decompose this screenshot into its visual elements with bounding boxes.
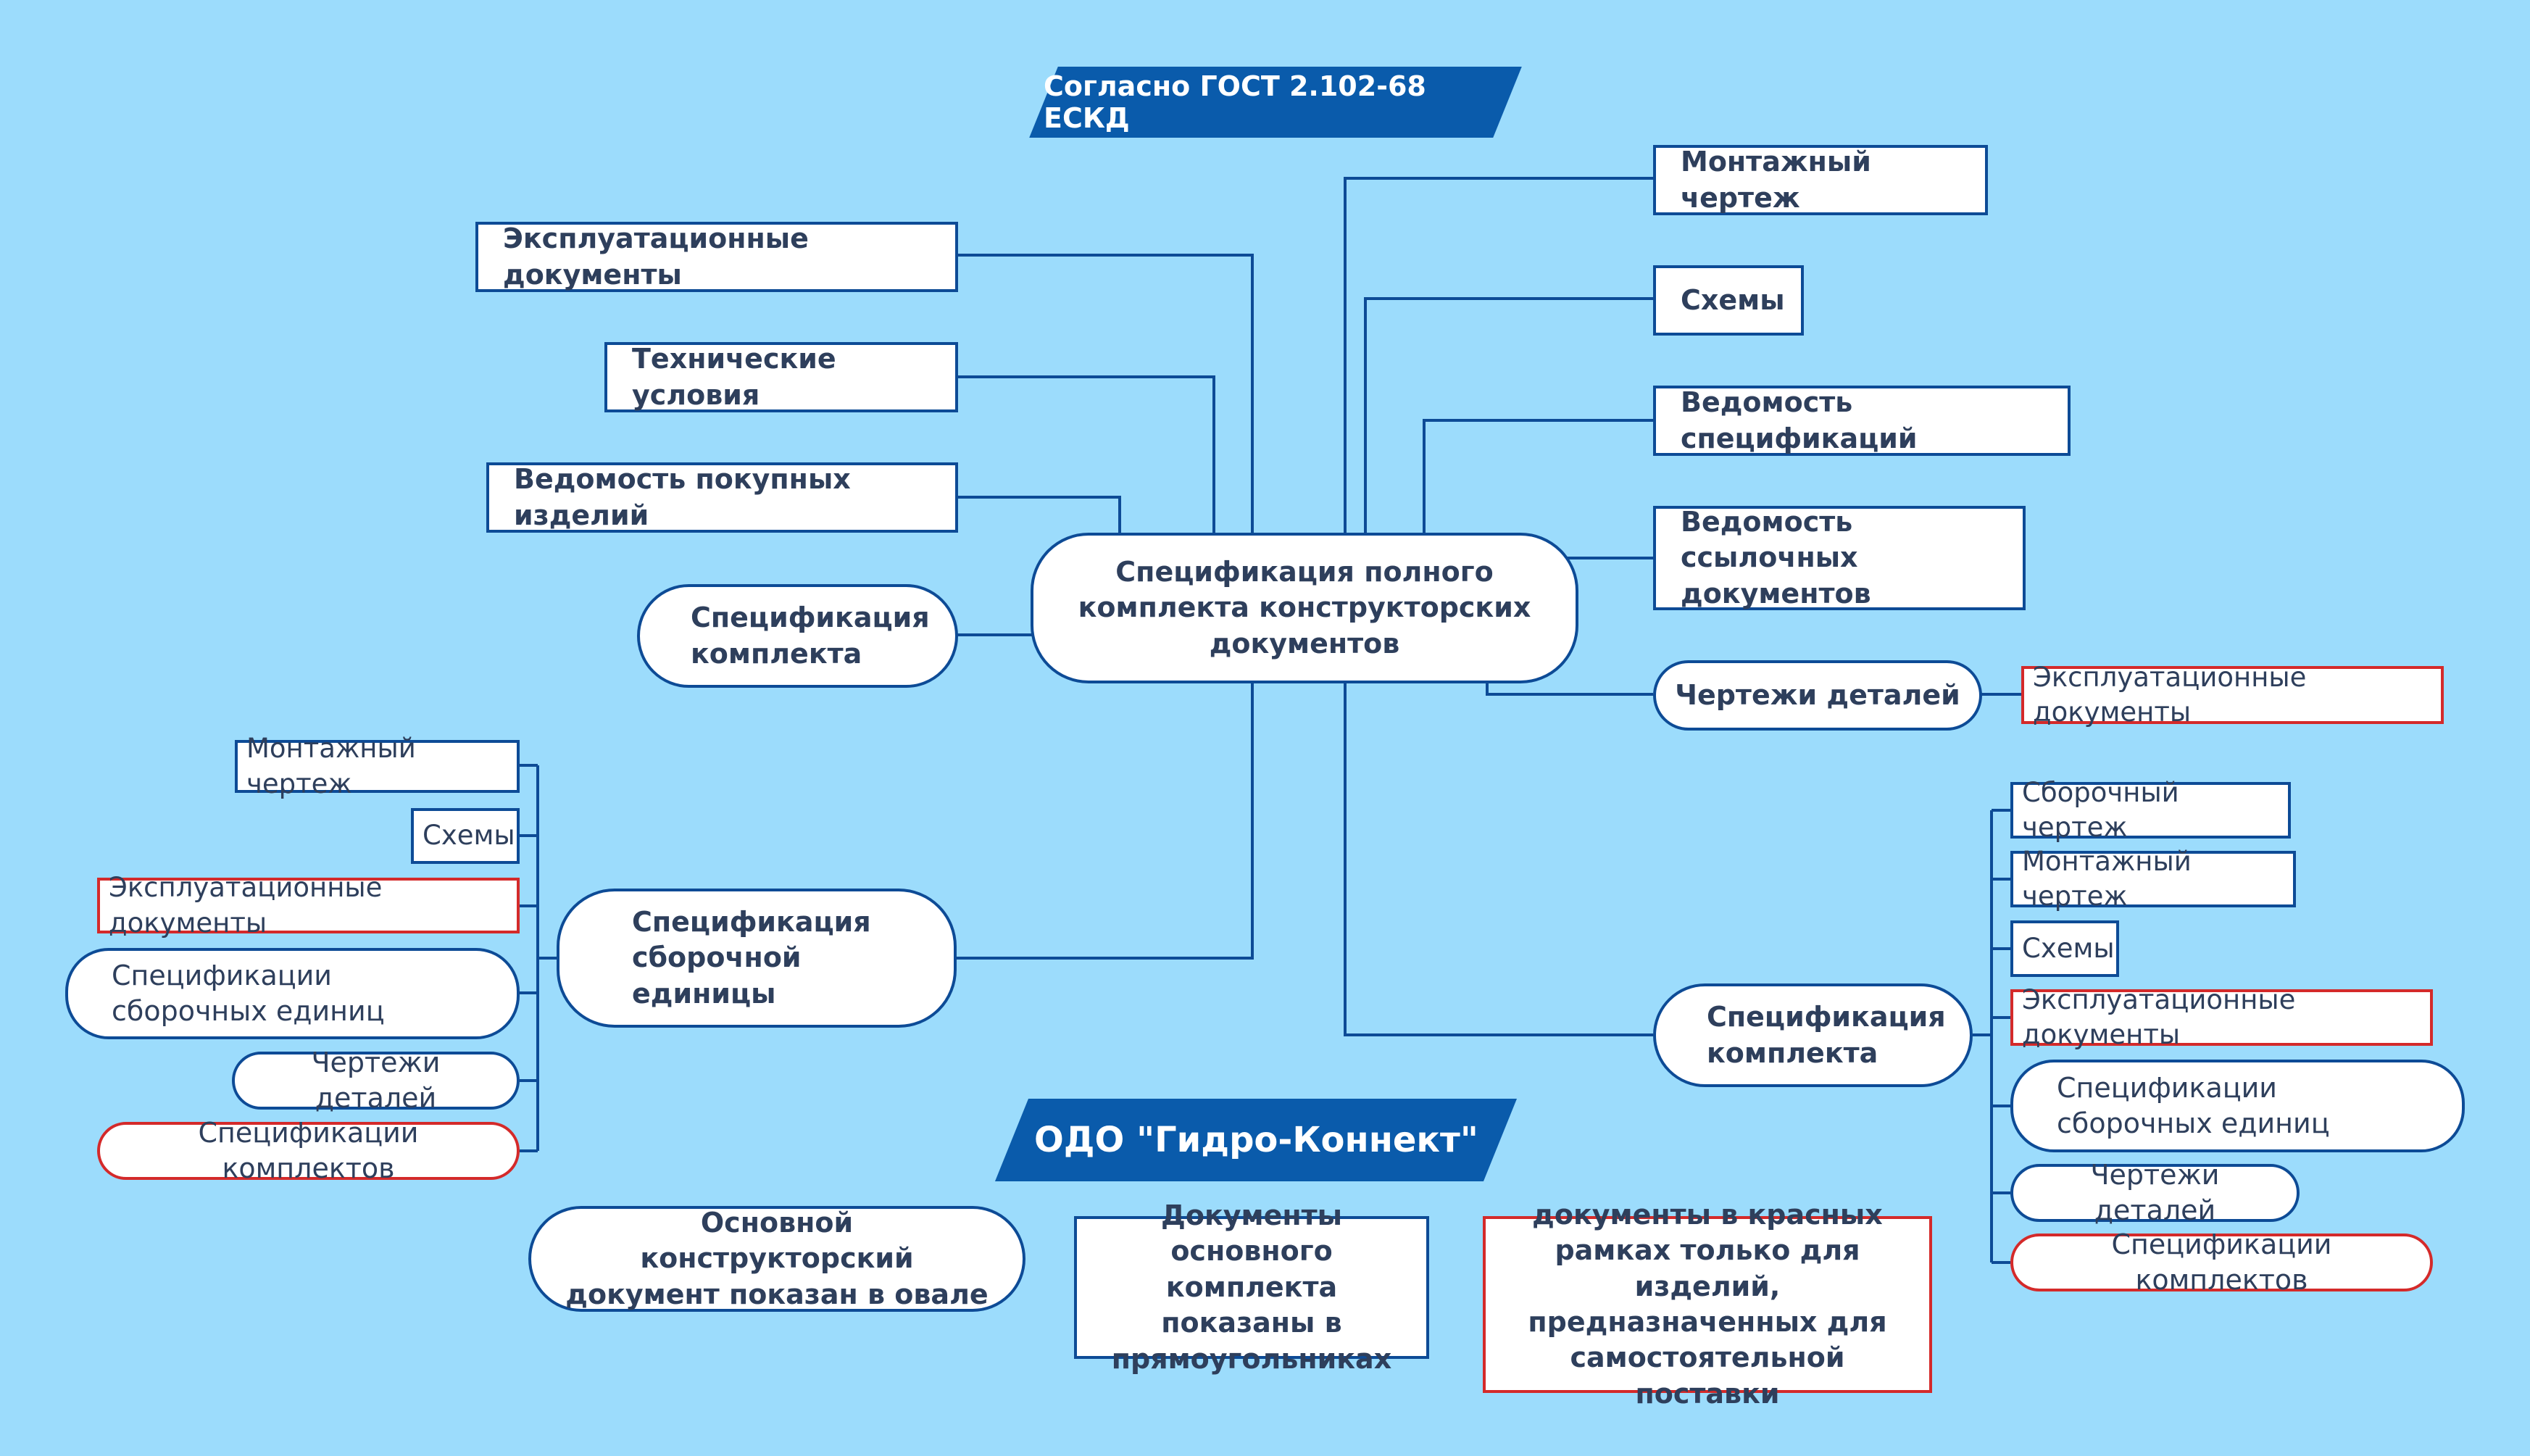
kit-child-part-drawings-label: Чертежи деталей: [2090, 1158, 2220, 1226]
node-part-drawings-ekspl[interactable]: Эксплуатационные документы: [2021, 662, 2444, 728]
kit-child-kit-specs[interactable]: Спецификации комплектов: [2010, 1228, 2433, 1296]
kit-child-kit-specs-label: Спецификации комплектов: [2111, 1228, 2332, 1296]
kit-child-ekspl[interactable]: Эксплуатационные документы: [2010, 984, 2433, 1050]
assembly-child-mount[interactable]: Монтажный чертеж: [235, 733, 520, 799]
kit-child-assembly-drawing-label: Сборочный чертеж: [2022, 776, 2179, 843]
center-node[interactable]: Спецификация полного комплекта конструкт…: [1031, 533, 1578, 683]
kit-child-unit-specs[interactable]: Спецификации сборочных единиц: [2010, 1060, 2465, 1152]
legend-oval: Основной конструкторский документ показа…: [528, 1206, 1025, 1312]
node-part-drawings-label: Чертежи деталей: [1675, 678, 1960, 711]
kit-child-mount[interactable]: Монтажный чертеж: [2010, 846, 2296, 912]
center-title: Спецификация полного комплекта конструкт…: [1078, 555, 1531, 660]
node-assembly-spec[interactable]: Спецификация сборочной единицы: [557, 889, 957, 1028]
node-spec-list-label: Ведомость спецификаций: [1681, 386, 1918, 454]
node-kit-spec-left-label: Спецификация комплекта: [691, 602, 930, 670]
node-schemes-label: Схемы: [1681, 283, 1785, 316]
legend-rect: Документы основного комплекта показаны в…: [1074, 1199, 1429, 1375]
assembly-child-kit-specs-label: Спецификации комплектов: [198, 1116, 419, 1184]
legend-red: документы в красных рамках только для из…: [1483, 1199, 1932, 1410]
assembly-child-part-drawings[interactable]: Чертежи деталей: [232, 1047, 520, 1114]
node-ekspl-docs-label: Эксплуатационные документы: [503, 222, 809, 291]
node-kit-spec-left[interactable]: Спецификация комплекта: [637, 584, 958, 688]
assembly-child-unit-specs-label: Спецификации сборочных единиц: [112, 959, 385, 1027]
assembly-child-ekspl[interactable]: Эксплуатационные документы: [97, 872, 520, 939]
standard-banner: Согласно ГОСТ 2.102-68 ЕСКД: [1029, 67, 1522, 138]
node-kit-spec-right-label: Спецификация комплекта: [1707, 1001, 1946, 1069]
legend-red-text: документы в красных рамках только для из…: [1528, 1198, 1887, 1410]
node-part-drawings[interactable]: Чертежи деталей: [1653, 660, 1982, 731]
node-ref-docs-list[interactable]: Ведомость ссылочных документов: [1653, 506, 2026, 610]
assembly-child-ekspl-label: Эксплуатационные документы: [109, 872, 383, 939]
node-tech-conditions-label: Технические условия: [632, 343, 836, 411]
assembly-child-schemes[interactable]: Схемы: [411, 808, 520, 864]
kit-child-schemes-label: Схемы: [2022, 932, 2115, 964]
kit-child-assembly-drawing[interactable]: Сборочный чертеж: [2010, 777, 2291, 843]
assembly-child-schemes-label: Схемы: [423, 820, 515, 852]
node-ekspl-docs[interactable]: Эксплуатационные документы: [475, 222, 958, 292]
legend-rect-text: Документы основного комплекта показаны в…: [1111, 1199, 1392, 1375]
assembly-child-part-drawings-label: Чертежи деталей: [311, 1046, 441, 1114]
kit-child-mount-label: Монтажный чертеж: [2022, 845, 2192, 912]
node-purchased-list[interactable]: Ведомость покупных изделий: [486, 462, 958, 533]
company-banner: ОДО "Гидро-Коннект": [994, 1099, 1518, 1181]
assembly-child-unit-specs[interactable]: Спецификации сборочных единиц: [65, 948, 520, 1039]
standard-text: Согласно ГОСТ 2.102-68 ЕСКД: [1044, 70, 1426, 134]
legend-oval-text: Основной конструкторский документ показа…: [565, 1206, 989, 1310]
assembly-child-kit-specs[interactable]: Спецификации комплектов: [97, 1117, 520, 1184]
node-purchased-list-label: Ведомость покупных изделий: [514, 463, 851, 531]
node-kit-spec-right[interactable]: Спецификация комплекта: [1653, 983, 1973, 1087]
kit-child-unit-specs-label: Спецификации сборочных единиц: [2057, 1071, 2330, 1139]
kit-child-part-drawings[interactable]: Чертежи деталей: [2010, 1159, 2300, 1226]
assembly-child-mount-label: Монтажный чертеж: [246, 733, 416, 799]
kit-child-schemes[interactable]: Схемы: [2010, 920, 2119, 977]
node-part-drawings-ekspl-label: Эксплуатационные документы: [2033, 661, 2307, 728]
node-assembly-spec-label: Спецификация сборочной единицы: [632, 905, 871, 1010]
kit-child-ekspl-label: Эксплуатационные документы: [2022, 983, 2296, 1050]
node-mount-drawing-label: Монтажный чертеж: [1681, 146, 1871, 214]
node-ref-docs-list-label: Ведомость ссылочных документов: [1681, 505, 1871, 610]
node-mount-drawing[interactable]: Монтажный чертеж: [1653, 145, 1988, 215]
node-tech-conditions[interactable]: Технические условия: [604, 342, 958, 412]
node-schemes[interactable]: Схемы: [1653, 265, 1804, 336]
node-spec-list[interactable]: Ведомость спецификаций: [1653, 386, 2071, 456]
company-name: ОДО "Гидро-Коннект": [1033, 1120, 1478, 1160]
